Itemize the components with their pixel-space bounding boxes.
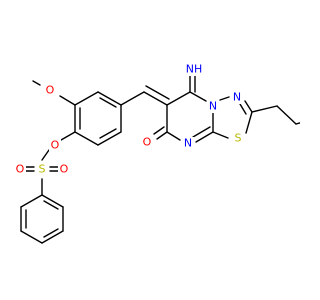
carbonyl-o-text: O xyxy=(143,136,152,149)
bond xyxy=(189,91,207,102)
sulfonyl-s-text: S xyxy=(39,163,46,176)
bond xyxy=(99,97,117,108)
pyrimidine-n-text: N xyxy=(184,137,192,150)
bond xyxy=(166,131,181,141)
sulfonyl-s-label: S xyxy=(36,163,48,176)
bond xyxy=(32,80,41,86)
bond xyxy=(97,131,122,146)
sulfonyl-o-left-label: O xyxy=(14,163,26,176)
thiadiazole-n-label: N xyxy=(231,91,243,104)
bond xyxy=(43,200,59,210)
bond xyxy=(219,96,230,101)
bond xyxy=(20,230,43,244)
imine-nh-label: NH xyxy=(184,62,204,76)
methoxy-o-text: O xyxy=(46,84,55,97)
thiadiazole-s-text: S xyxy=(235,132,242,145)
methoxy-o-label: O xyxy=(44,84,56,97)
thiadiazole-s-label: S xyxy=(232,132,244,145)
bond xyxy=(195,131,214,143)
bridge-n-label: N xyxy=(207,100,219,113)
bond xyxy=(251,105,278,113)
bond xyxy=(239,103,247,115)
bond xyxy=(212,131,229,139)
ester-o-text: O xyxy=(51,139,60,152)
bond xyxy=(143,91,168,106)
bond xyxy=(192,126,211,138)
sulfonyl-o-right-label: O xyxy=(58,163,70,176)
structure-drawing: NH N N N S O O O xyxy=(14,62,300,244)
bond xyxy=(41,230,64,244)
thiadiazole-n-text: N xyxy=(233,91,241,104)
bridge-n-text: N xyxy=(209,100,217,113)
bond xyxy=(74,91,99,106)
imine-nh-text: NH xyxy=(186,63,203,76)
carbonyl-o-label: O xyxy=(141,136,153,149)
bond xyxy=(43,228,59,238)
bond xyxy=(41,149,50,161)
bond xyxy=(59,95,76,106)
bond xyxy=(244,100,253,113)
sulfonyl-o-right-text: O xyxy=(60,163,69,176)
ester-o-label: O xyxy=(49,139,61,152)
molecule-canvas: NH N N N S O O O xyxy=(14,62,300,244)
bond xyxy=(20,194,43,208)
bond xyxy=(41,194,64,208)
bond xyxy=(145,85,170,100)
bond xyxy=(120,91,145,106)
bond xyxy=(276,105,297,125)
bond xyxy=(245,111,253,134)
bond xyxy=(166,91,191,106)
bond xyxy=(97,91,122,106)
bond xyxy=(99,128,117,139)
bond xyxy=(153,126,165,135)
pyrimidine-n-label: N xyxy=(182,137,194,150)
sulfonyl-o-left-text: O xyxy=(16,163,25,176)
bond xyxy=(74,131,99,146)
bond xyxy=(60,131,76,141)
bonds xyxy=(20,75,300,244)
bond xyxy=(295,122,300,125)
bond xyxy=(156,131,168,140)
atom-labels: NH N N N S O O O xyxy=(14,62,244,176)
